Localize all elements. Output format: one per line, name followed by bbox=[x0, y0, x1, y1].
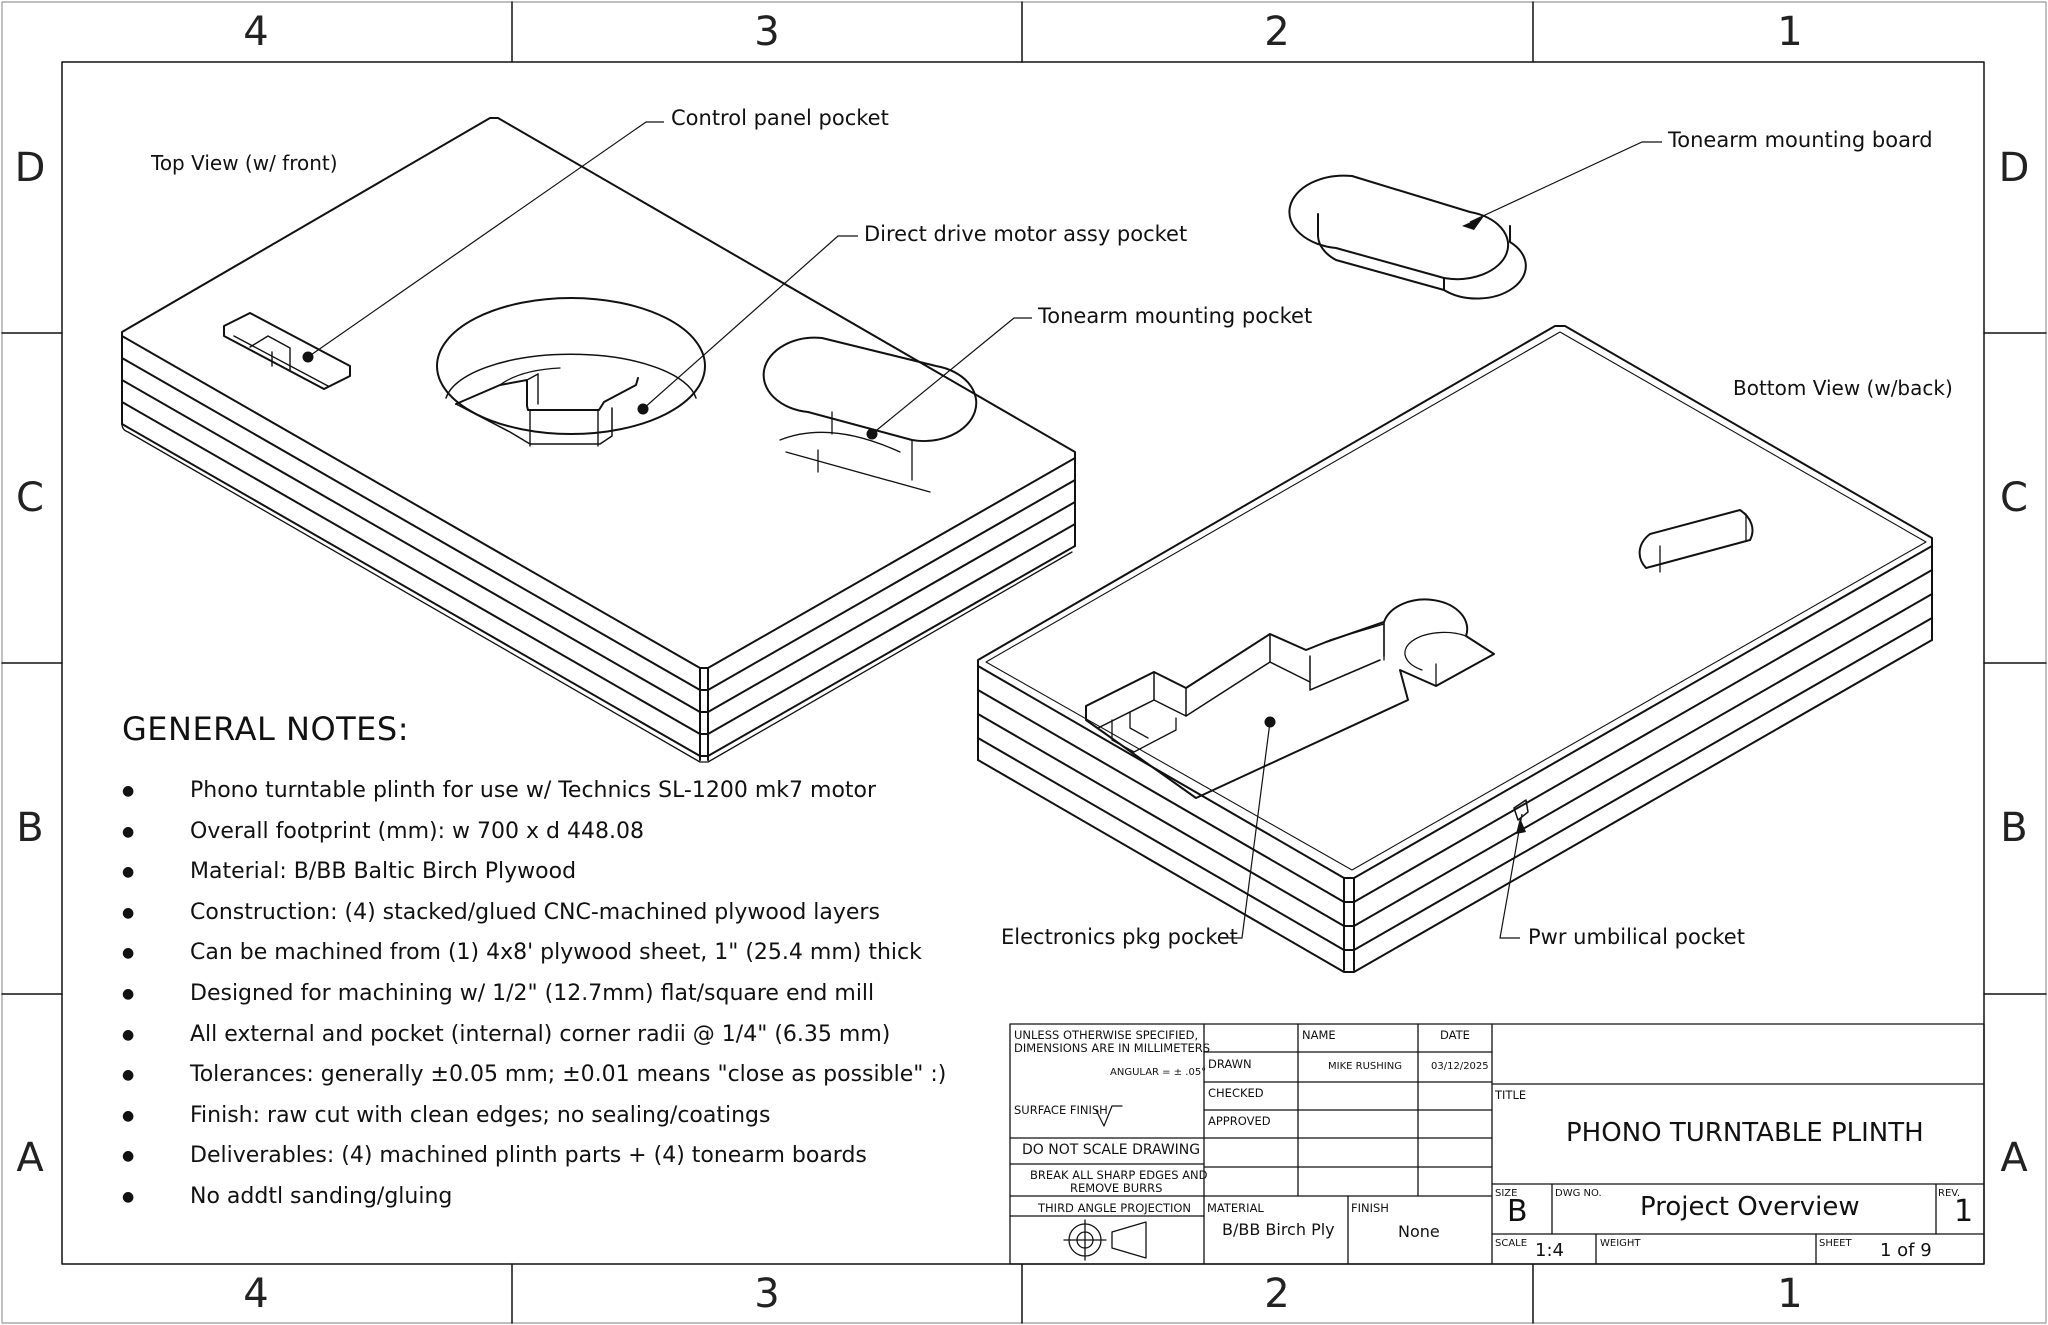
note-item: Overall footprint (mm): w 700 x d 448.08 bbox=[122, 817, 1002, 858]
tonearm-board bbox=[1288, 174, 1527, 300]
zone-col-2-top: 2 bbox=[1264, 9, 1290, 55]
zone-col-3-bottom: 3 bbox=[754, 1271, 780, 1317]
note-item: Construction: (4) stacked/glued CNC-mach… bbox=[122, 898, 1002, 939]
note-item: Tolerances: generally ±0.05 mm; ±0.01 me… bbox=[122, 1060, 1002, 1101]
tb-checked-label: CHECKED bbox=[1208, 1086, 1264, 1100]
tb-sheet-label: SHEET bbox=[1819, 1238, 1852, 1249]
note-item: Designed for machining w/ 1/2" (12.7mm) … bbox=[122, 979, 1002, 1020]
tb-rev-value: 1 bbox=[1954, 1194, 1974, 1229]
tb-angular: ANGULAR = ± .05° bbox=[1110, 1067, 1207, 1078]
callout-motor-pocket: Direct drive motor assy pocket bbox=[864, 222, 1188, 246]
zone-row-a-right: A bbox=[2000, 1135, 2028, 1181]
tb-surface-finish: SURFACE FINISH bbox=[1014, 1103, 1108, 1117]
note-item: No addtl sanding/gluing bbox=[122, 1182, 1002, 1223]
tb-scale-value: 1:4 bbox=[1535, 1240, 1564, 1261]
zone-row-c-left: C bbox=[16, 475, 44, 521]
tb-sheet-value: 1 of 9 bbox=[1880, 1240, 1932, 1261]
bottom-view-label: Bottom View (w/back) bbox=[1733, 376, 1953, 400]
zone-col-2-bottom: 2 bbox=[1264, 1271, 1290, 1317]
note-item: Finish: raw cut with clean edges; no sea… bbox=[122, 1101, 1002, 1142]
zone-col-4-top: 4 bbox=[243, 9, 269, 55]
tb-break-edges-2: REMOVE BURRS bbox=[1070, 1181, 1163, 1195]
top-view-label: Top View (w/ front) bbox=[151, 151, 338, 175]
tb-finish-label: FINISH bbox=[1351, 1201, 1389, 1215]
zone-col-3-top: 3 bbox=[754, 9, 780, 55]
tb-size-value: B bbox=[1507, 1194, 1528, 1229]
surface-finish-symbol bbox=[1095, 1105, 1123, 1127]
zone-row-c-right: C bbox=[2000, 475, 2028, 521]
zone-row-a-left: A bbox=[16, 1135, 44, 1181]
note-item: Material: B/BB Baltic Birch Plywood bbox=[122, 857, 1002, 898]
zone-row-d-left: D bbox=[14, 145, 46, 191]
zone-row-b-left: B bbox=[16, 805, 44, 851]
bottom-view-plinth bbox=[977, 325, 1933, 973]
zone-row-b-right: B bbox=[2000, 805, 2028, 851]
tb-material-label: MATERIAL bbox=[1207, 1201, 1264, 1215]
tb-third-angle: THIRD ANGLE PROJECTION bbox=[1038, 1201, 1192, 1215]
note-item: Phono turntable plinth for use w/ Techni… bbox=[122, 776, 1002, 817]
tb-break-edges-1: BREAK ALL SHARP EDGES AND bbox=[1030, 1168, 1208, 1182]
projection-symbol bbox=[1063, 1219, 1147, 1261]
tb-unless-line2: DIMENSIONS ARE IN MILLIMETERS bbox=[1014, 1041, 1211, 1055]
tb-drawn-date: 03/12/2025 bbox=[1431, 1061, 1489, 1072]
tb-dwg-label: DWG NO. bbox=[1555, 1188, 1602, 1199]
tb-do-not-scale: DO NOT SCALE DRAWING bbox=[1022, 1142, 1201, 1158]
callout-control-panel-pocket: Control panel pocket bbox=[671, 106, 889, 130]
callout-umbilical-pocket: Pwr umbilical pocket bbox=[1528, 925, 1745, 949]
tb-rev-label: REV. bbox=[1938, 1188, 1960, 1199]
tb-weight-label: WEIGHT bbox=[1600, 1238, 1641, 1249]
callout-electronics-pocket: Electronics pkg pocket bbox=[1001, 925, 1238, 949]
general-notes-title: GENERAL NOTES: bbox=[122, 710, 409, 748]
callout-tonearm-board: Tonearm mounting board bbox=[1668, 128, 1933, 152]
top-view-plinth bbox=[121, 117, 1076, 763]
tb-finish-value: None bbox=[1398, 1222, 1440, 1241]
leader-dots bbox=[302, 216, 1526, 834]
tb-title-value: PHONO TURNTABLE PLINTH bbox=[1566, 1118, 1924, 1148]
note-item: Can be machined from (1) 4x8' plywood sh… bbox=[122, 938, 1002, 979]
general-notes: GENERAL NOTES: Phono turntable plinth fo… bbox=[122, 710, 1002, 1223]
tb-title-label: TITLE bbox=[1495, 1088, 1527, 1102]
tb-name-header: NAME bbox=[1302, 1028, 1336, 1042]
tb-drawn-name: MIKE RUSHING bbox=[1328, 1061, 1402, 1072]
zone-row-d-right: D bbox=[1998, 145, 2030, 191]
note-item: All external and pocket (internal) corne… bbox=[122, 1020, 1002, 1061]
zone-col-1-bottom: 1 bbox=[1777, 1271, 1803, 1317]
note-item: Deliverables: (4) machined plinth parts … bbox=[122, 1141, 1002, 1182]
tb-date-header: DATE bbox=[1440, 1028, 1470, 1042]
tb-scale-label: SCALE bbox=[1495, 1238, 1528, 1249]
zone-col-1-top: 1 bbox=[1777, 9, 1803, 55]
zone-col-4-bottom: 4 bbox=[243, 1271, 269, 1317]
tb-dwg-value: Project Overview bbox=[1640, 1192, 1860, 1222]
tb-material-value: B/BB Birch Ply bbox=[1222, 1220, 1335, 1239]
tb-size-label: SIZE bbox=[1495, 1188, 1518, 1199]
general-notes-list: Phono turntable plinth for use w/ Techni… bbox=[122, 776, 1002, 1223]
tb-approved-label: APPROVED bbox=[1208, 1114, 1271, 1128]
callout-tonearm-pocket: Tonearm mounting pocket bbox=[1038, 304, 1313, 328]
leader-lines bbox=[307, 121, 1662, 939]
tb-drawn-label: DRAWN bbox=[1208, 1057, 1252, 1071]
tb-unless-line1: UNLESS OTHERWISE SPECIFIED, bbox=[1014, 1028, 1199, 1042]
title-block-grid bbox=[1009, 1023, 1985, 1265]
